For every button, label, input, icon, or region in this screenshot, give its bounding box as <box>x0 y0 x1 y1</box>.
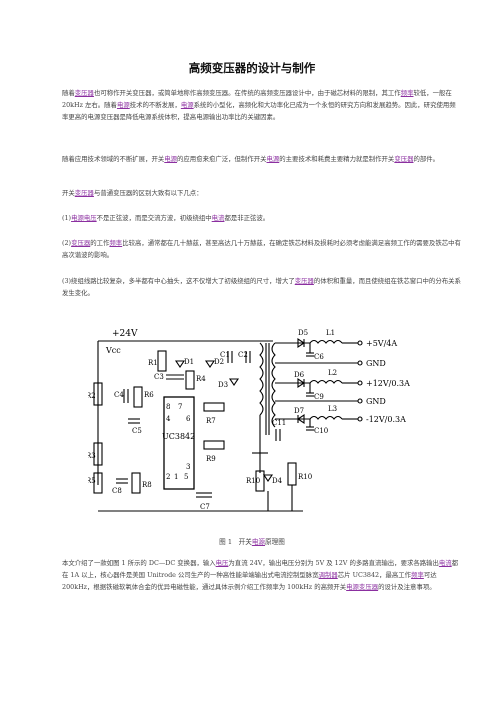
label-r10: R10 <box>246 477 260 485</box>
link-current[interactable]: 电流 <box>438 559 452 567</box>
label-c5: C5 <box>132 427 142 435</box>
paragraph-5: (2)变压器的工作频率比较高，通常都在几十赫兹，甚至高达几十万赫兹，在确定铁芯材… <box>62 239 461 259</box>
label-l3: L3 <box>328 405 337 413</box>
uc3842-chip <box>163 396 195 490</box>
svg-text:3: 3 <box>186 463 190 471</box>
label-r3: R3 <box>88 452 96 460</box>
label-c3: C3 <box>154 373 164 381</box>
link-modulator[interactable]: 调制器 <box>318 570 338 579</box>
label-d2: D2 <box>214 358 224 366</box>
svg-text:4: 4 <box>166 415 171 423</box>
link-frequency[interactable]: 频率 <box>411 570 424 579</box>
label-d3: D3 <box>218 381 228 389</box>
label-l2: L2 <box>328 369 337 377</box>
output-12v: +12V/0.3A <box>366 379 410 388</box>
svg-text:5: 5 <box>184 473 188 481</box>
link-power[interactable]: 电源 <box>164 155 178 163</box>
label-d5: D5 <box>298 329 308 337</box>
output-neg-12v: -12V/0.3A <box>366 415 406 424</box>
label-r8: R8 <box>142 481 152 489</box>
paragraph-6: (3)绕组线路比较复杂，多半都有中心抽头，这不仅增大了初级绕组的尺寸，增大了变压… <box>62 277 461 297</box>
label-c1: C1 <box>220 351 230 359</box>
label-c11: C11 <box>272 419 286 427</box>
input-voltage-label: +24V <box>112 329 138 339</box>
label-r7: R7 <box>206 417 216 425</box>
label-r11: R10 <box>298 473 312 481</box>
svg-text:7: 7 <box>178 403 182 411</box>
paragraph-3: 开关变压器与普通变压器的区别大致有以下几点： <box>62 189 203 197</box>
output-gnd-1: GND <box>366 359 386 368</box>
svg-text:6: 6 <box>186 415 191 423</box>
label-c7: C7 <box>200 503 210 511</box>
label-r4: R4 <box>196 375 206 383</box>
svg-text:1: 1 <box>174 473 178 481</box>
label-r5: R5 <box>88 477 96 485</box>
link-power[interactable]: 电源 <box>266 155 280 163</box>
link-frequency[interactable]: 频率 <box>400 89 414 97</box>
paragraph-2: 随着应用技术领域的不断扩展，开关电源的应用愈来愈广泛，但制作开关电源的主要技术和… <box>62 155 440 163</box>
label-c9: C9 <box>314 393 324 401</box>
label-c6: C6 <box>314 353 324 361</box>
circuit-diagram: +24V Vcc R2 R3 R1 D1 D2 C1 C2 C3 R4 D3 C… <box>88 329 410 512</box>
link-frequency[interactable]: 频率 <box>109 239 123 247</box>
paragraph-4: (1)电源电压不是正弦波，而是交流方波，初级绕组中电流都是非正弦波。 <box>62 214 270 222</box>
label-c2: C2 <box>238 351 248 359</box>
link-voltage[interactable]: 电源电压 <box>71 214 97 222</box>
link-power-transformer[interactable]: 电源变压器 <box>346 582 379 591</box>
label-c4: C4 <box>114 391 124 399</box>
label-l1: L1 <box>326 329 335 337</box>
output-5v: +5V/4A <box>366 339 397 348</box>
label-r9: R9 <box>206 455 216 463</box>
label-c8: C8 <box>112 487 122 495</box>
figure-caption: 图 1 开关电源原理图 <box>219 538 285 546</box>
link-transformer[interactable]: 变压器 <box>74 189 94 197</box>
output-gnd-2: GND <box>366 397 386 406</box>
link-current[interactable]: 电流 <box>211 214 225 222</box>
paragraph-intro: 随着变压器也可称作开关变压器，或简单地称作高频变压器。在传统的高频变压器设计中，… <box>62 89 456 121</box>
link-power[interactable]: 电源 <box>180 100 194 109</box>
link-transformer[interactable]: 变压器 <box>394 155 414 163</box>
vcc-label: Vcc <box>105 346 121 355</box>
link-power[interactable]: 电源 <box>251 538 266 546</box>
ic-label: UC3842 <box>162 432 195 441</box>
paragraph-7: 本文介绍了一款如图 1 所示的 DC—DC 变换器，输入电压为直流 24V，输出… <box>62 559 459 591</box>
label-d6: D6 <box>294 371 305 379</box>
svg-text:8: 8 <box>166 403 170 411</box>
link-transformer[interactable]: 变压器 <box>74 89 94 97</box>
svg-text:2: 2 <box>166 473 170 481</box>
label-r6: R6 <box>144 391 154 399</box>
link-transformer[interactable]: 变压器 <box>294 277 314 285</box>
link-power[interactable]: 电源 <box>116 100 130 109</box>
label-r1: R1 <box>148 359 158 367</box>
link-voltage[interactable]: 电压 <box>215 559 229 567</box>
label-d1: D1 <box>184 358 194 366</box>
label-c10: C10 <box>314 427 328 435</box>
label-d7: D7 <box>294 407 304 415</box>
link-transformer[interactable]: 变压器 <box>71 239 91 247</box>
label-r2: R2 <box>88 392 96 400</box>
label-d4: D4 <box>272 477 283 485</box>
document-title: 高频变压器的设计与制作 <box>188 61 316 75</box>
